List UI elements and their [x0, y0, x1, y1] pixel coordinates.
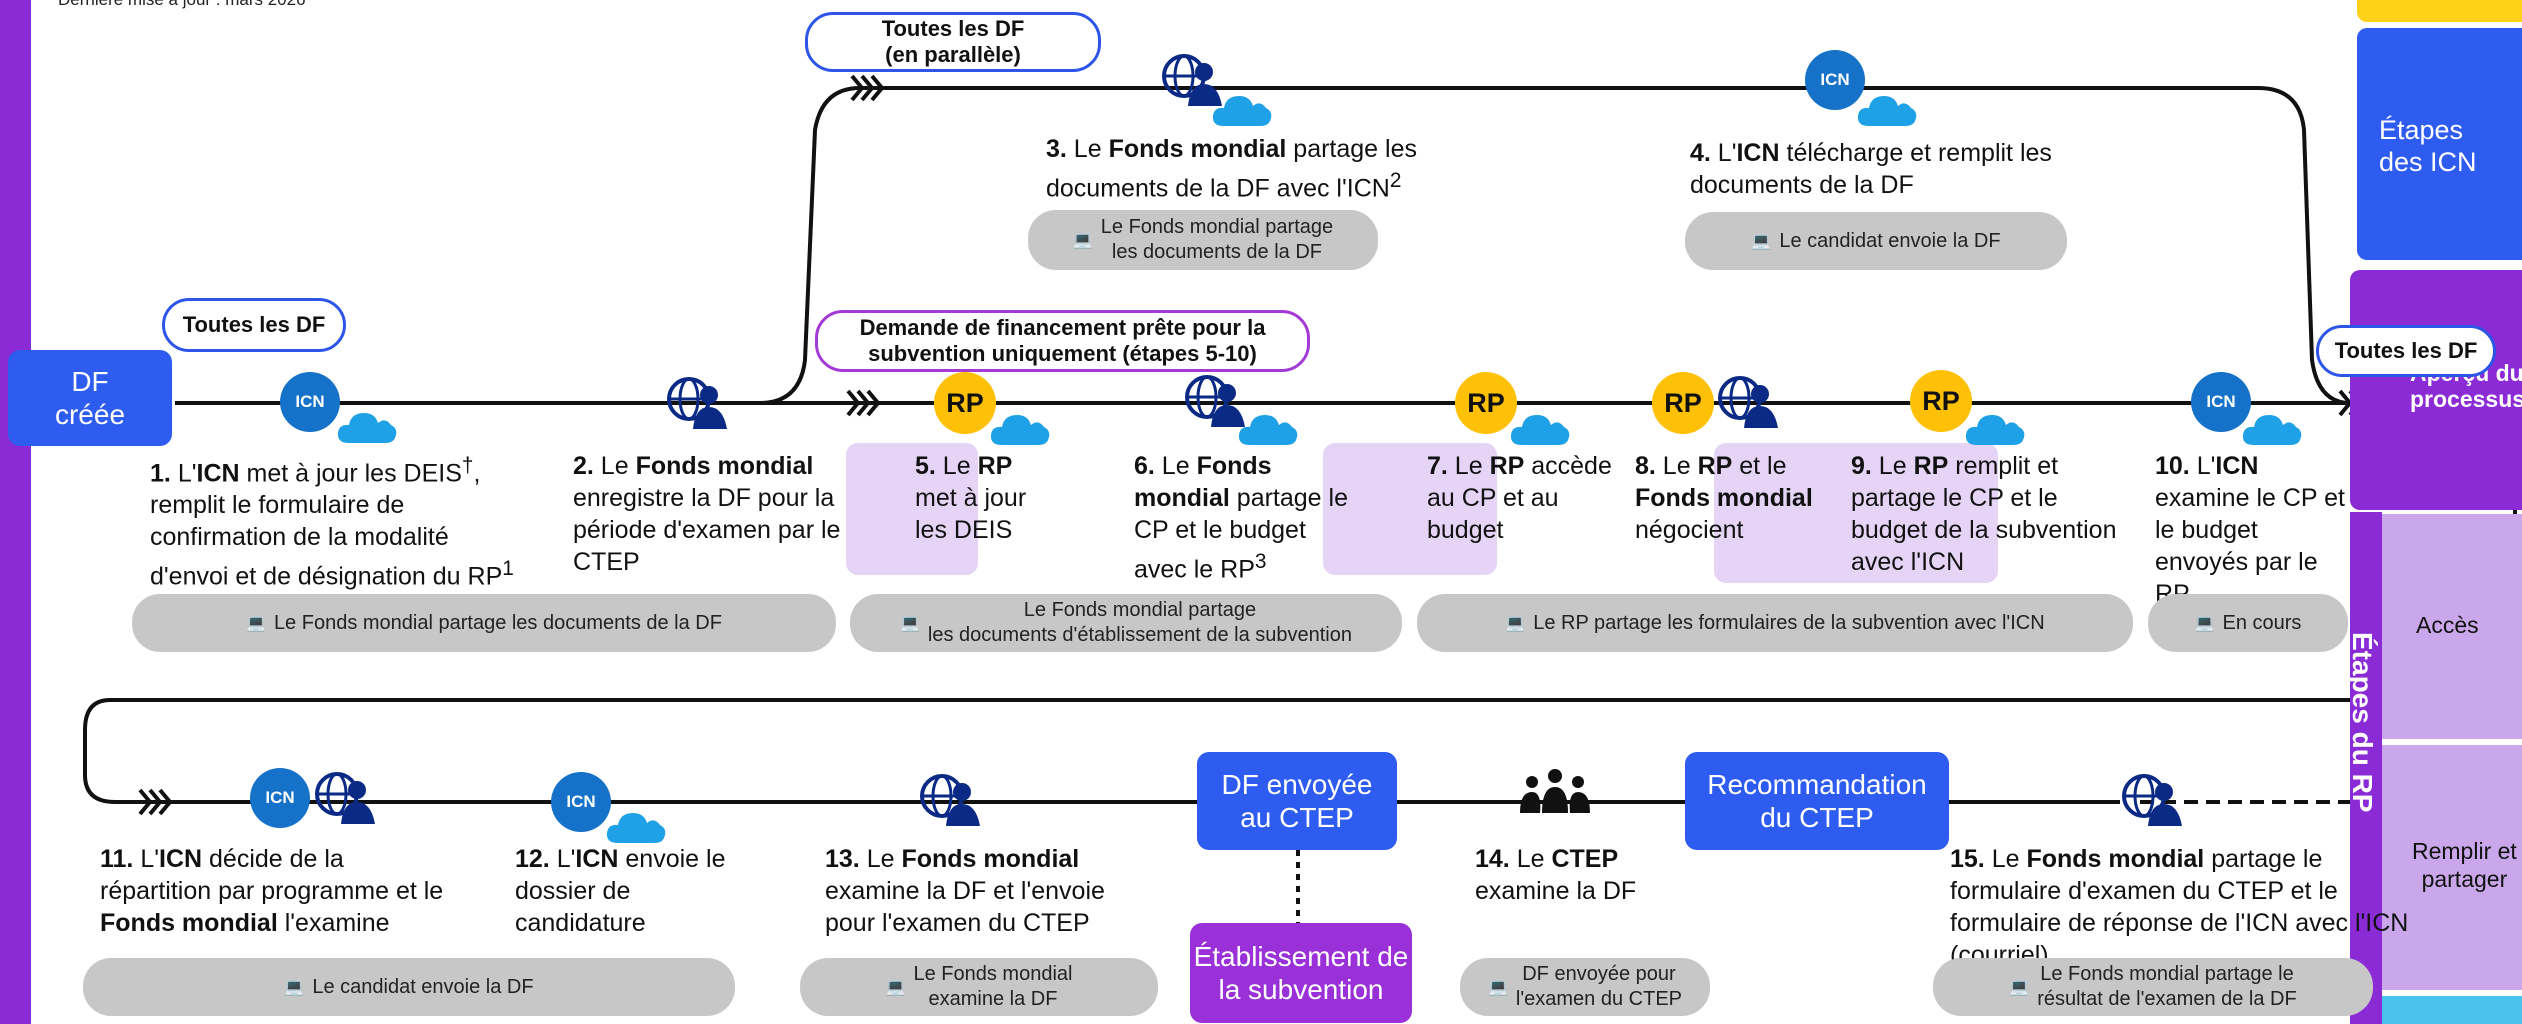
- cloud-icon: [2242, 415, 2302, 445]
- step-5-text: 5. Le RP met à jour les DEIS: [915, 452, 1027, 544]
- laptop-icon: 💻: [246, 614, 266, 632]
- pill-row2-a: 💻Le candidat envoie la DF: [83, 958, 735, 1016]
- step-3-text: 3. Le Fonds mondial partage les document…: [1046, 135, 1417, 203]
- laptop-icon: 💻: [2194, 614, 2215, 632]
- sidebar-tab-label: Étapes des ICN: [2379, 115, 2477, 177]
- pill-row1-a: 💻Le Fonds mondial partage les documents …: [132, 594, 836, 652]
- laptop-icon: 💻: [1487, 978, 1508, 996]
- all-df-parallel-label: Toutes les DF (en parallèle): [805, 12, 1101, 72]
- step-9-text: 9. Le RP remplit et partage le CP et le …: [1851, 452, 2117, 576]
- pill-row2-d: 💻Le Fonds mondial partage le résultat de…: [1933, 958, 2373, 1016]
- laptop-icon: 💻: [1072, 231, 1093, 249]
- step-14-text: 14. Le CTEP examine la DF: [1475, 845, 1637, 905]
- rp-badge: RP: [1652, 372, 1714, 434]
- df-sent-ctep-box: DF envoyée au CTEP: [1197, 752, 1397, 850]
- laptop-icon: 💻: [900, 614, 920, 632]
- globe-person-icon: [2122, 774, 2182, 826]
- globe-person-icon: [920, 774, 980, 826]
- all-df-label-left: Toutes les DF: [162, 298, 346, 352]
- step-1-text: 1. L'ICN met à jour les DEIS†, remplit l…: [150, 454, 514, 591]
- sidebar-tab-remplir[interactable]: Remplir et partager: [2382, 745, 2522, 990]
- globe-person-icon: [1185, 375, 1245, 427]
- cloud-icon: [1965, 415, 2025, 445]
- pill-row1-b: 💻Le Fonds mondial partage les documents …: [850, 594, 1402, 652]
- last-updated-text: Dernière mise à jour : mars 2026: [58, 0, 306, 10]
- globe-person-icon: [1162, 54, 1222, 106]
- pill-step4: 💻Le Fonds mondial partage les documents …: [1685, 212, 2067, 270]
- highlight-step9: [1714, 443, 1998, 583]
- pill-row2-c: 💻DF envoyée pour l'examen du CTEP: [1460, 958, 1710, 1016]
- pill-step3: 💻Le Fonds mondial partage les documents …: [1028, 210, 1378, 270]
- pill-row1-c: 💻Le RP partage les formulaires de la sub…: [1417, 594, 2133, 652]
- funding-request-ready-label: Demande de financement prête pour la sub…: [815, 310, 1310, 372]
- sidebar-tab-apercu[interactable]: Aperçu du processus: [2350, 270, 2522, 510]
- parallel-branch-line: [759, 86, 2351, 405]
- df-created-box: DF créée: [8, 350, 172, 446]
- rp-badge: RP: [1455, 372, 1517, 434]
- laptop-icon: 💻: [2009, 978, 2030, 996]
- sidebar-bottom-tab[interactable]: [2382, 996, 2522, 1024]
- step-13-text: 13. Le Fonds mondial examine la DF et l'…: [825, 845, 1105, 937]
- cloud-icon: [1510, 415, 1570, 445]
- trp-recommendation-box: Recommandation du CTEP: [1685, 752, 1949, 850]
- sidebar-tab-label: Remplir et partager: [2412, 838, 2517, 892]
- all-df-label-right: Toutes les DF: [2316, 325, 2496, 377]
- cloud-icon: [1857, 96, 1917, 126]
- sidebar-tab-acces[interactable]: Accès: [2382, 514, 2522, 739]
- laptop-icon: 💻: [1751, 232, 1772, 250]
- step-12-text: 12. L'ICN envoie le dossier de candidatu…: [515, 845, 726, 937]
- step-4-text: 4. L'ICN télécharge et remplit les docum…: [1690, 139, 2052, 199]
- laptop-icon: 💻: [284, 978, 305, 996]
- sidebar-top-tab[interactable]: [2357, 0, 2522, 22]
- step-15-text: 15. Le Fonds mondial partage le formulai…: [1950, 845, 2409, 969]
- icn-badge: ICN: [551, 772, 611, 832]
- step-8-text: 8. Le RP et le Fonds mondial négocient: [1635, 452, 1813, 544]
- cloud-icon: [606, 813, 666, 843]
- globe-person-icon: [1718, 376, 1778, 428]
- icn-badge: ICN: [280, 372, 340, 432]
- laptop-icon: 💻: [885, 978, 906, 996]
- highlight-step7: [1323, 443, 1497, 575]
- cloud-icon: [990, 415, 1050, 445]
- sidebar-tab-label: Accès: [2416, 612, 2479, 638]
- sidebar-rp-spine: Étapes du RP: [2347, 512, 2382, 1024]
- cloud-icon: [1238, 415, 1298, 445]
- step-7-text: 7. Le RP accède au CP et au budget: [1427, 452, 1612, 544]
- step-10-text: 10. L'ICN examine le CP et le budget env…: [2155, 452, 2345, 608]
- pill-row1-d: 💻En cours: [2148, 594, 2348, 652]
- icn-badge: ICN: [2191, 372, 2251, 432]
- sidebar-rp-label: Étapes du RP: [2347, 632, 2378, 813]
- icn-badge: ICN: [250, 768, 310, 828]
- cloud-icon: [337, 413, 397, 443]
- highlight-step5: [846, 443, 978, 575]
- globe-person-icon: [667, 377, 727, 429]
- sidebar-tab-etapes-icn[interactable]: Étapes des ICN: [2357, 28, 2522, 260]
- pill-row2-b: 💻Le Fonds mondial examine la DF: [800, 958, 1158, 1016]
- step-2-text: 2. Le Fonds mondial enregistre la DF pou…: [573, 452, 841, 576]
- people-icon: [1520, 769, 1590, 813]
- step-6-text: 6. Le Fonds mondial partage le CP et le …: [1134, 452, 1348, 584]
- rp-badge: RP: [934, 372, 996, 434]
- left-accent-bar: [0, 0, 31, 1024]
- globe-person-icon: [315, 772, 375, 824]
- laptop-icon: 💻: [1505, 614, 1526, 632]
- rp-badge: RP: [1910, 370, 1972, 432]
- icn-badge: ICN: [1805, 50, 1865, 110]
- step-11-text: 11. L'ICN décide de la répartition par p…: [100, 845, 444, 937]
- grant-making-box: Établissement de la subvention: [1190, 923, 1412, 1023]
- cloud-icon: [1212, 96, 1272, 126]
